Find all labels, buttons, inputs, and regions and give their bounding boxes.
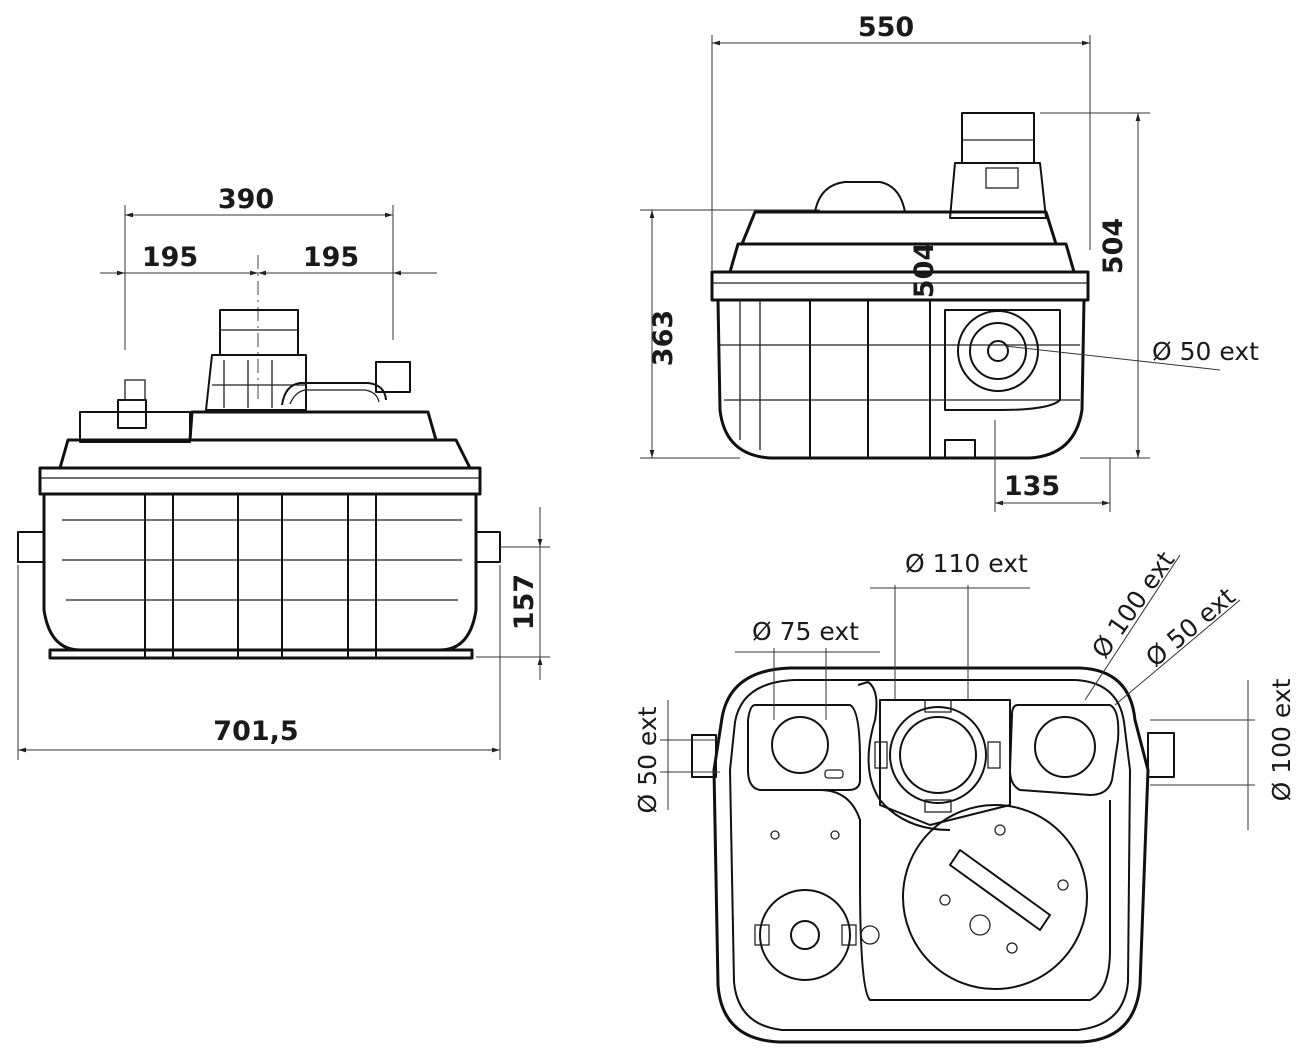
motor-bracket xyxy=(949,849,1051,931)
tank-body xyxy=(42,492,478,652)
motor-cover xyxy=(902,804,1088,990)
top-right-stub xyxy=(1147,732,1175,778)
dim-390-label: 390 xyxy=(218,184,274,215)
rim xyxy=(38,466,482,496)
top-left-stub xyxy=(691,734,717,778)
dim-701-label: 701,5 xyxy=(213,716,298,747)
front-view: 390 195 195 xyxy=(17,184,550,760)
left-outlet xyxy=(17,531,45,563)
top-pipe xyxy=(219,309,299,356)
dim-363-label: 363 xyxy=(648,310,679,366)
side-outlet-label: Ø 50 ext xyxy=(1152,337,1259,366)
side-lid xyxy=(740,210,1058,246)
dim-195-left-label: 195 xyxy=(142,242,198,273)
small-pump xyxy=(759,889,851,981)
tank-base xyxy=(48,648,474,660)
dim-135-label: 135 xyxy=(1004,471,1060,502)
port-75 xyxy=(771,716,829,774)
pipe-housing xyxy=(205,354,307,411)
side-rim xyxy=(710,270,1090,302)
port-110-outer xyxy=(889,706,987,804)
right-knob xyxy=(375,361,411,393)
side-outlet-ring xyxy=(957,310,1039,392)
lid-band xyxy=(58,438,472,470)
dim-195-right-label: 195 xyxy=(303,242,359,273)
side-handle xyxy=(814,181,906,213)
side-top-pipe xyxy=(961,112,1035,164)
outlet-leader xyxy=(1004,345,1221,371)
label-100-ext-right: Ø 100 ext xyxy=(1267,678,1296,801)
label-50-ext-left: Ø 50 ext xyxy=(633,706,662,813)
right-outlet xyxy=(475,531,501,563)
top-outer-shell xyxy=(712,666,1150,1044)
dim-504-right-label: 504 xyxy=(1098,218,1129,274)
side-pipe-housing xyxy=(949,162,1047,219)
port-110-inner xyxy=(899,716,977,794)
dim-157-label: 157 xyxy=(509,574,540,630)
lid-top xyxy=(188,410,438,442)
side-tank-body xyxy=(716,298,1086,460)
dim-550-label: 550 xyxy=(858,12,914,43)
side-view: 550 504 363 504 xyxy=(640,12,1259,512)
label-110-ext: Ø 110 ext xyxy=(905,549,1028,578)
port-100-right xyxy=(1034,716,1096,778)
dim-504-inner-label: 504 xyxy=(909,242,940,298)
top-view: Ø 110 ext Ø 75 ext Ø 100 ext Ø 50 ext Ø … xyxy=(633,546,1296,1044)
label-75-ext: Ø 75 ext xyxy=(752,617,859,646)
